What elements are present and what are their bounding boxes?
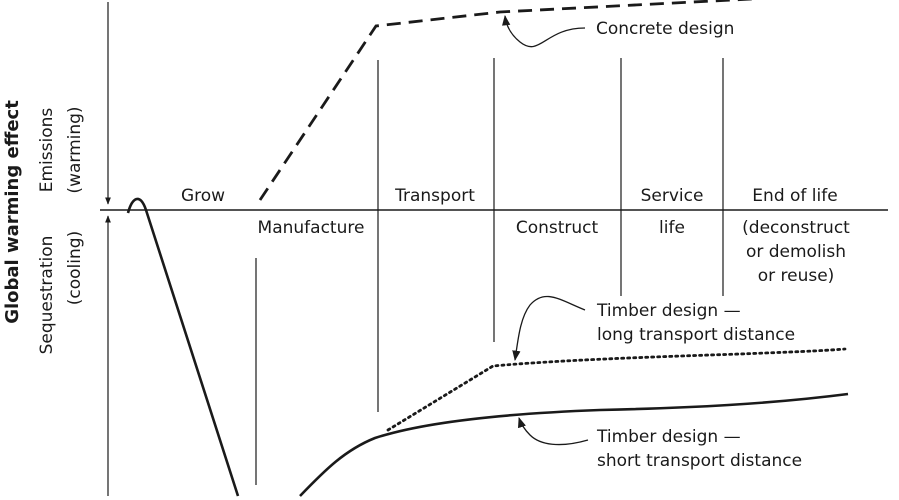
timber-long-label-line1: Timber design — bbox=[596, 301, 741, 321]
phase-label-construct: Construct bbox=[516, 218, 599, 238]
timber-short-label-line1: Timber design — bbox=[596, 427, 741, 447]
phase-label-manufacture: Manufacture bbox=[258, 218, 365, 238]
phase-label-end-deconstruct: (deconstruct bbox=[742, 218, 850, 238]
sequestration-label: Sequestration bbox=[37, 236, 57, 355]
phase-label-end-reuse: or reuse) bbox=[758, 266, 835, 286]
phase-label-service: Service bbox=[641, 186, 704, 206]
concrete-design-curve bbox=[258, 0, 759, 201]
cooling-label: (cooling) bbox=[65, 231, 85, 305]
timber-short-leader-arrow bbox=[518, 417, 589, 446]
timber-short-transport-curve bbox=[126, 197, 849, 497]
phase-label-end-of-life: End of life bbox=[752, 186, 837, 206]
warming-label: (warming) bbox=[65, 106, 85, 193]
emissions-label: Emissions bbox=[37, 108, 57, 193]
timber-long-transport-curve bbox=[386, 347, 847, 432]
phase-label-grow: Grow bbox=[181, 186, 225, 206]
phase-label-transport: Transport bbox=[394, 186, 475, 206]
timber-long-leader-arrow bbox=[512, 295, 586, 362]
phase-label-end-demolish: or demolish bbox=[746, 242, 846, 262]
phase-label-service-life: life bbox=[659, 218, 685, 238]
concrete-design-label: Concrete design bbox=[596, 19, 734, 39]
timber-long-label-line2: long transport distance bbox=[597, 325, 795, 345]
concrete-leader-arrow bbox=[502, 14, 586, 48]
y-axis-title: Global warming effect bbox=[2, 100, 23, 324]
timber-short-label-line2: short transport distance bbox=[597, 451, 802, 471]
